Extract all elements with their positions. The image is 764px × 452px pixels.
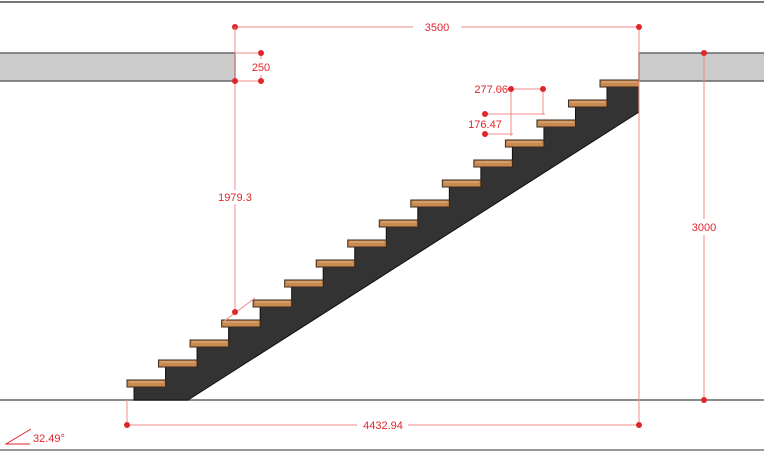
dimension-headroom: 1979.3: [214, 190, 256, 323]
stair-tread: [441, 179, 482, 188]
stair-tread: [378, 219, 419, 228]
dimension-total-run: 3500: [232, 22, 642, 425]
tread-depth-label: 277.06: [474, 84, 508, 96]
slab-thickness-label: 250: [252, 62, 270, 74]
stair-tread: [536, 119, 576, 128]
dimension-total-rise: 3000: [692, 50, 716, 403]
stringer-length-label: 4432.94: [363, 420, 403, 432]
riser-height-label: 176.47: [468, 119, 502, 131]
angle-icon: [4, 428, 32, 445]
staircase: [126, 79, 640, 401]
total-run-label: 3500: [425, 22, 449, 34]
dimension-stringer-length: 4432.94: [124, 400, 642, 432]
stair-tread: [410, 199, 450, 208]
stair-tread: [347, 239, 387, 248]
stair-tread: [567, 99, 608, 108]
stair-tread: [126, 379, 167, 388]
headroom-label: 1979.3: [218, 192, 252, 204]
upper-slab-left: [0, 52, 236, 82]
stair-tread: [473, 159, 513, 168]
upper-slab-right: [638, 52, 764, 82]
stair-tread: [315, 259, 356, 268]
stair-tread: [221, 319, 261, 328]
stair-tread: [504, 139, 545, 148]
stair-tread: [158, 359, 198, 368]
stair-tread: [599, 79, 640, 88]
angle-indicator: 32.49°: [4, 428, 65, 445]
stair-tread: [252, 299, 293, 308]
total-rise-label: 3000: [692, 222, 716, 234]
angle-label: 32.49°: [33, 433, 65, 445]
dimension-tread-riser: 277.06 176.47: [468, 84, 546, 137]
stair-tread: [284, 279, 324, 288]
dimension-slab-thickness: 250: [232, 27, 270, 315]
stair-tread: [189, 339, 230, 348]
